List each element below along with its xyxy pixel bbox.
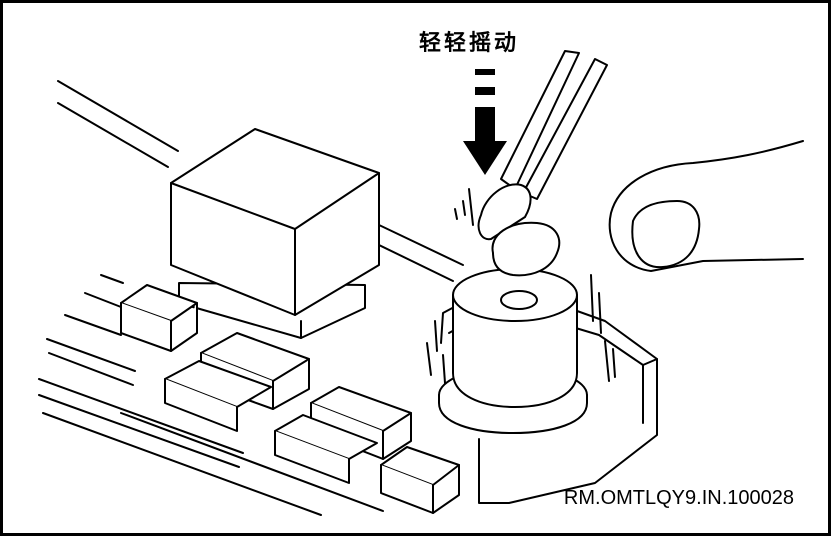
small-fuse-blocks — [120, 284, 460, 514]
panel-rails — [57, 80, 464, 282]
vibration-marks — [426, 188, 616, 384]
removal-tool — [477, 50, 608, 241]
cylindrical-fuse — [438, 268, 588, 434]
reference-code: RM.OMTLQY9.IN.100028 — [563, 487, 794, 509]
down-arrow-icon — [463, 69, 507, 175]
finger — [491, 140, 804, 277]
large-relay — [170, 128, 380, 339]
relay-removal-illustration — [38, 50, 804, 516]
edge-grooves — [38, 274, 384, 516]
instruction-label: 轻轻摇动 — [419, 31, 520, 56]
